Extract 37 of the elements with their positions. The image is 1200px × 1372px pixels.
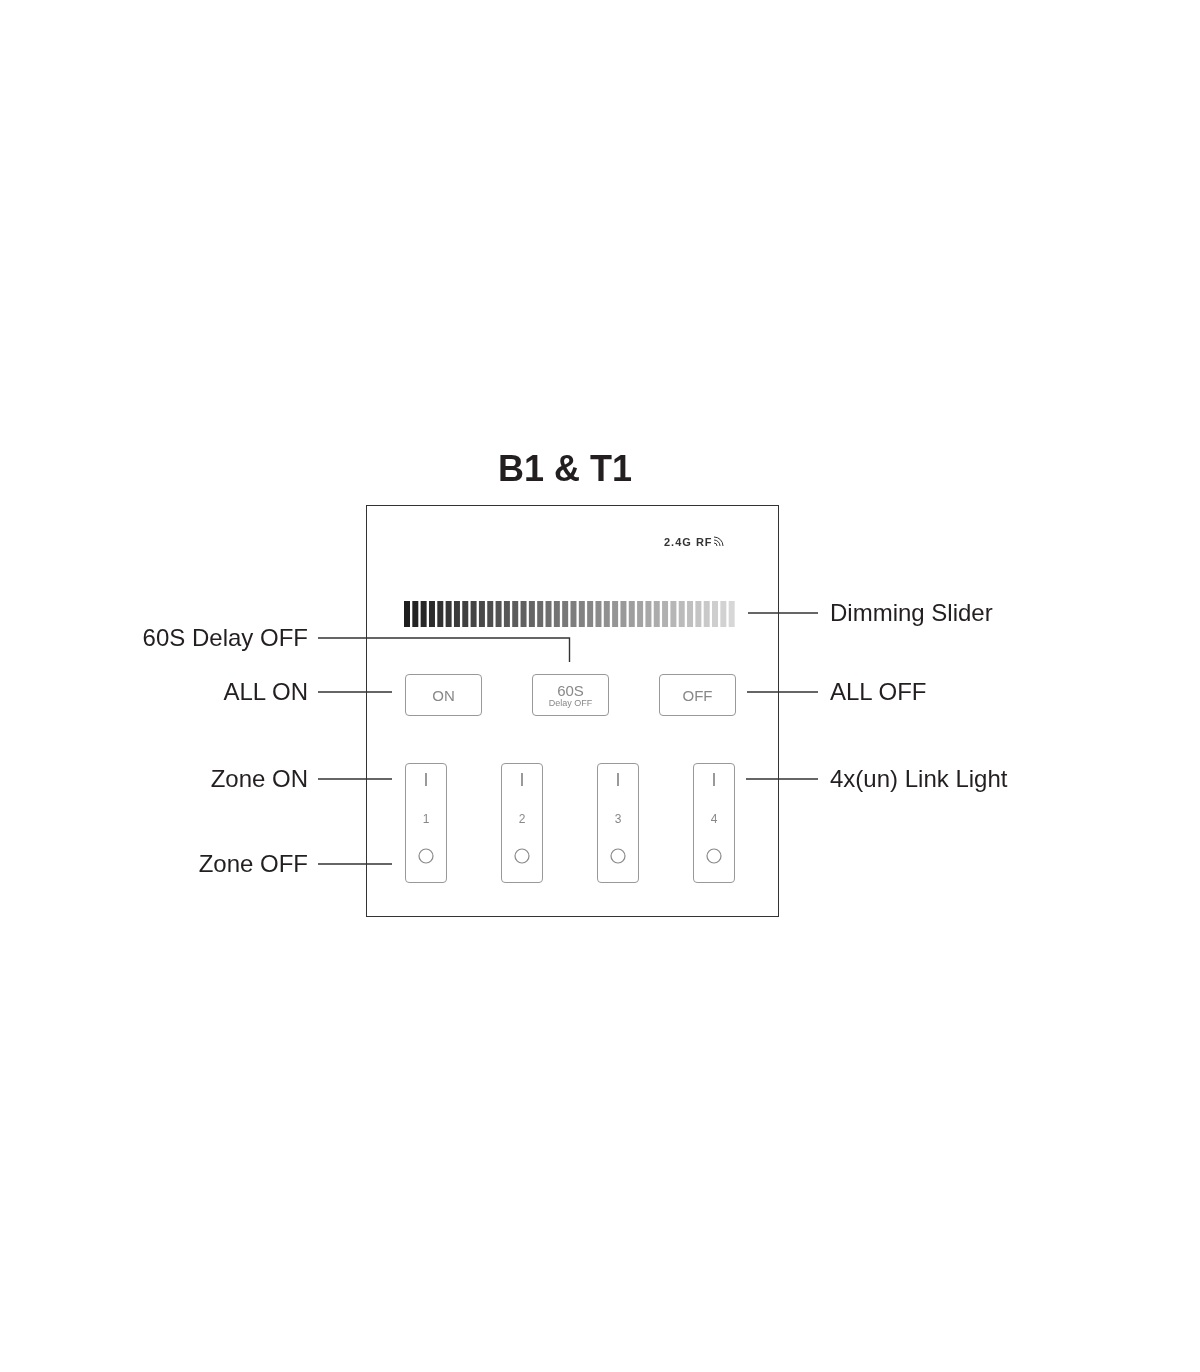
zone-button <box>501 763 543 883</box>
zone-button <box>597 763 639 883</box>
on-mark: I <box>615 770 621 790</box>
zone-button <box>405 763 447 883</box>
callout-label: Zone ON <box>100 764 308 794</box>
panel-button <box>659 674 736 716</box>
leader-line <box>745 778 819 780</box>
panel-button <box>532 674 609 716</box>
leader-line <box>317 778 393 780</box>
on-mark: I <box>519 770 525 790</box>
button-label: 60S <box>557 682 584 698</box>
on-mark: I <box>423 770 429 790</box>
callout-label: ALL ON <box>100 677 308 707</box>
callout-label: 60S Delay OFF <box>100 623 308 653</box>
diagram-title: B1 & T1 <box>496 448 633 490</box>
button-label: OFF <box>682 687 713 703</box>
dimming-slider <box>404 601 737 627</box>
leader-line <box>317 637 571 663</box>
zone-number: 4 <box>710 812 718 826</box>
leader-line <box>317 691 393 693</box>
panel-button <box>405 674 482 716</box>
zone-number: 3 <box>614 812 622 826</box>
leader-line <box>317 863 393 865</box>
callout-label: 4x(un) Link Light <box>830 764 1070 794</box>
zone-number: 2 <box>518 812 526 826</box>
wall-panel <box>366 505 779 917</box>
zone-number: 1 <box>422 812 430 826</box>
on-mark: I <box>711 770 717 790</box>
callout-label: Dimming Slider <box>830 598 1070 628</box>
leader-line <box>747 612 819 614</box>
callout-label: ALL OFF <box>830 677 1030 707</box>
zone-button <box>693 763 735 883</box>
callout-label: Zone OFF <box>100 849 308 879</box>
button-sublabel: Delay OFF <box>548 697 593 708</box>
rf-label: 2.4G RF <box>664 536 725 548</box>
leader-line <box>746 691 819 693</box>
button-label: ON <box>432 687 455 703</box>
